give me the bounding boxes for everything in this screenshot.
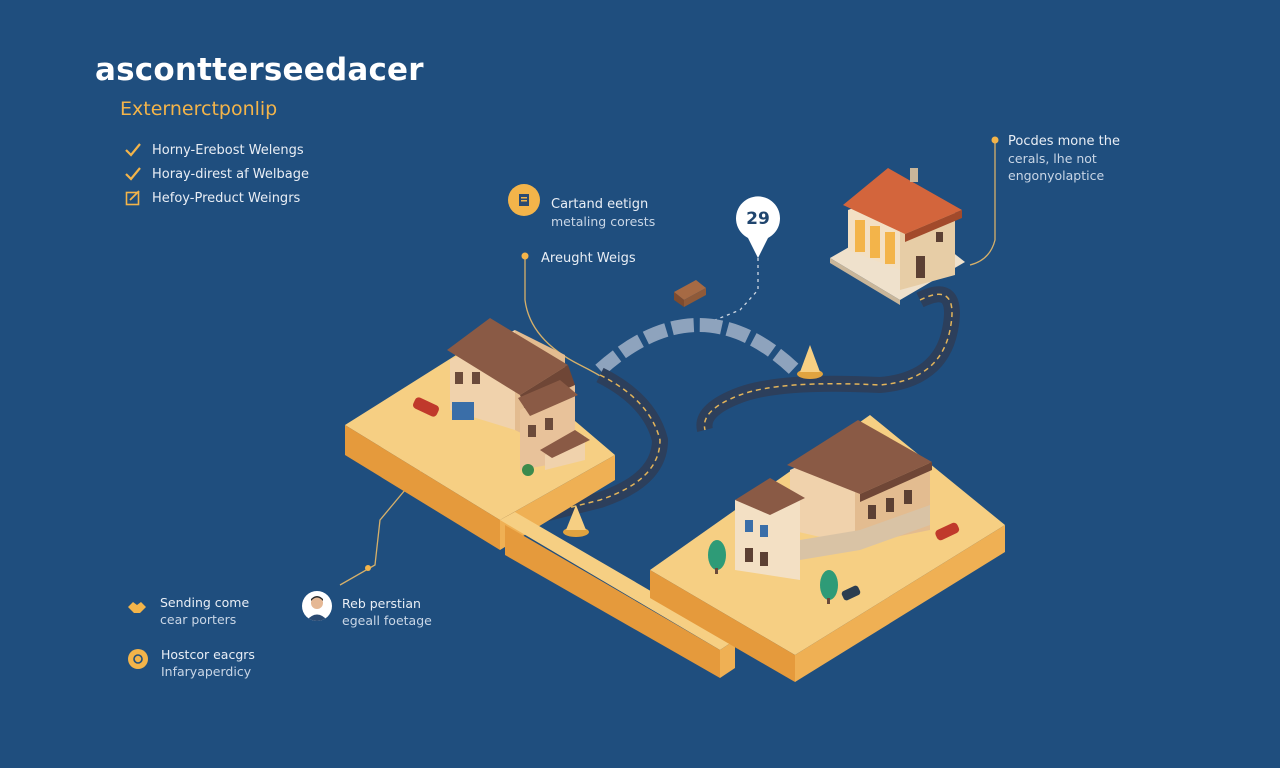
building-right: [735, 420, 932, 580]
connector-line: [969, 142, 996, 266]
callout-cartand-line1: Cartand eetign: [551, 197, 649, 212]
edit-checkbox-icon: [124, 189, 142, 207]
crate: [674, 280, 706, 307]
checklist-label: Horay-direst af Welbage: [152, 166, 309, 182]
red-car: [412, 397, 440, 417]
coin-icon: [128, 649, 148, 669]
callout-pocdes: Pocdes mone the cerals, lhe not engonyol…: [1008, 133, 1120, 184]
legend-line1: Sending come: [160, 595, 250, 610]
legend-line2: Infaryaperdicy: [161, 664, 252, 679]
dashed-connector: [714, 258, 759, 321]
callout-pocdes-line2: cerals, lhe not: [1008, 151, 1097, 166]
legend-line2: egeall foetage: [342, 613, 432, 628]
connector-dot: [365, 565, 371, 571]
traffic-cone: [797, 345, 823, 379]
callout-cartand: Cartand eetign metaling corests: [551, 196, 655, 230]
car-icon: [935, 522, 960, 541]
page-subtitle: Externerctponlip: [120, 98, 278, 120]
checklist-item: Horny-Erebost Welengs: [124, 139, 304, 161]
handshake-icon: [126, 596, 148, 618]
checklist-item: Horay-direst af Welbage: [124, 163, 309, 185]
tree-icon: [820, 570, 838, 604]
checkmark-icon: [124, 141, 142, 159]
callout-pocdes-line3: engonyolaptice: [1008, 168, 1105, 183]
arc-road: [595, 318, 800, 376]
checklist-label: Hefoy-Preduct Weingrs: [152, 190, 301, 206]
building-top: [843, 168, 962, 290]
legend-line2: cear porters: [160, 612, 237, 627]
building-left: [447, 318, 590, 476]
callout-areught: Areught Weigs: [541, 251, 636, 266]
callout-cartand-line2: metaling corests: [551, 214, 656, 229]
legend-line1: Hostcor eacgrs: [161, 647, 255, 662]
platform-strip: [500, 512, 735, 678]
car-icon: [841, 585, 861, 601]
location-pin-icon: [736, 196, 780, 258]
checkmark-icon: [124, 165, 142, 183]
page-title: ascontterseedacer: [95, 52, 424, 88]
tree-icon: [708, 540, 726, 574]
checklist-label: Horny-Erebost Welengs: [152, 142, 304, 158]
traffic-cone: [563, 505, 589, 537]
checklist-item: Hefoy-Preduct Weingrs: [124, 187, 300, 209]
connector-dot: [521, 252, 529, 260]
callout-pocdes-line1: Pocdes mone the: [1008, 134, 1120, 149]
connector-dot: [991, 136, 999, 144]
legend-line1: Reb perstian: [342, 596, 421, 611]
location-pin-value: 29: [746, 209, 770, 229]
person-avatar-icon: [302, 591, 332, 621]
document-icon: [508, 184, 540, 216]
